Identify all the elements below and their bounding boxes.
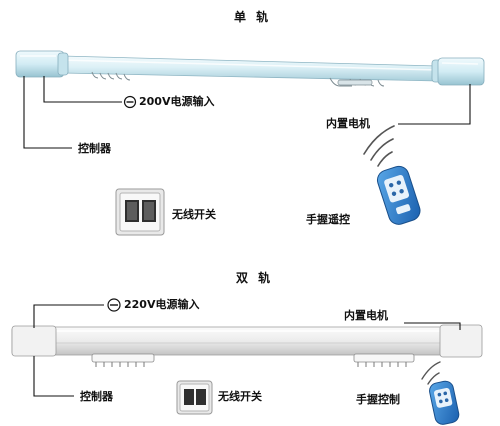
single-track-title: 单 轨 (234, 10, 272, 24)
single-remote (363, 125, 421, 225)
double-track-rail (11, 324, 483, 367)
double-power-input-label: 220V电源输入 (124, 298, 200, 311)
single-wireless-switch-label: 无线开关 (172, 208, 216, 221)
double-controller-cap (11, 325, 57, 357)
double-track-title: 双 轨 (236, 271, 274, 285)
single-motor-label: 内置电机 (326, 117, 370, 130)
double-wireless-switch (176, 380, 213, 415)
single-power-input-label: 200V电源输入 (139, 95, 215, 108)
callout-lines (23, 76, 471, 397)
single-track-rail (15, 50, 485, 87)
single-remote-label: 手握遥控 (306, 213, 350, 226)
single-controller-cap (15, 50, 69, 78)
minus-circle-icon (123, 95, 137, 109)
double-wireless-switch-label: 无线开关 (218, 390, 262, 403)
single-controller-label: 控制器 (78, 142, 111, 155)
signal-waves-icon (363, 125, 395, 167)
double-remote-label: 手握控制 (356, 393, 400, 406)
double-motor-label: 内置电机 (344, 309, 388, 322)
single-wireless-switch (115, 188, 165, 236)
minus-circle-icon (107, 298, 121, 312)
double-remote (421, 361, 460, 425)
double-controller-label: 控制器 (80, 390, 113, 403)
double-motor-cap (439, 324, 483, 358)
single-motor-cap (431, 57, 485, 86)
